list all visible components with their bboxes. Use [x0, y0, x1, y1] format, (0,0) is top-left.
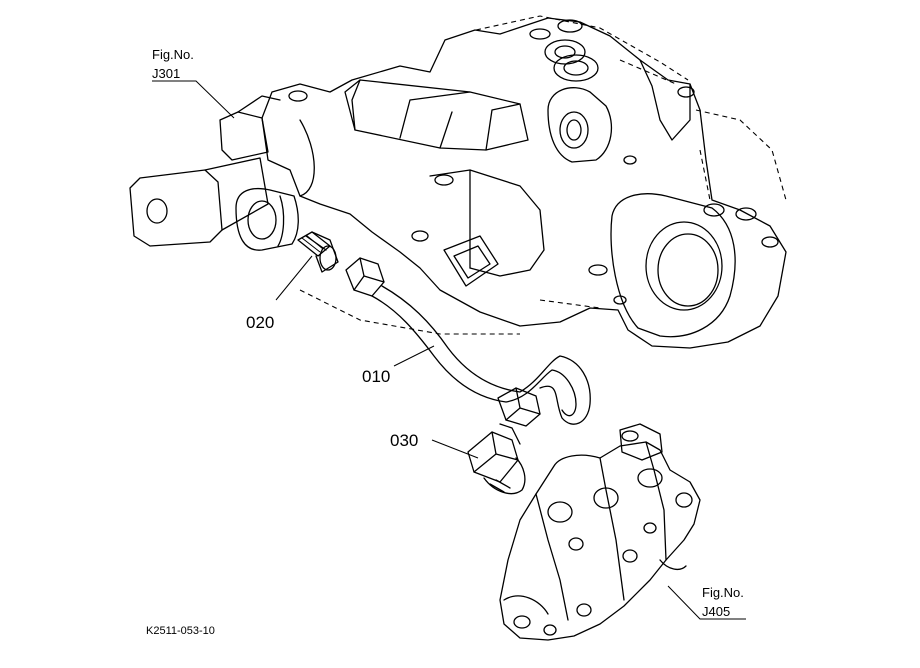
fig-bottom-caption: Fig.No. [702, 585, 744, 600]
part-label-010: 010 [362, 367, 390, 386]
fig-top-number: J301 [152, 66, 180, 81]
lower-body [499, 423, 701, 641]
elbow-030 [467, 423, 526, 495]
adaptor-020 [297, 231, 339, 273]
part-label-030: 030 [390, 431, 418, 450]
leader-lines [152, 80, 746, 620]
fig-top-caption: Fig.No. [152, 47, 194, 62]
part-label-020: 020 [246, 313, 274, 332]
pipe-010 [345, 257, 591, 427]
main-housing [129, 15, 787, 349]
fig-bottom-number: J405 [702, 604, 730, 619]
drawing-code: K2511-053-10 [146, 625, 215, 637]
